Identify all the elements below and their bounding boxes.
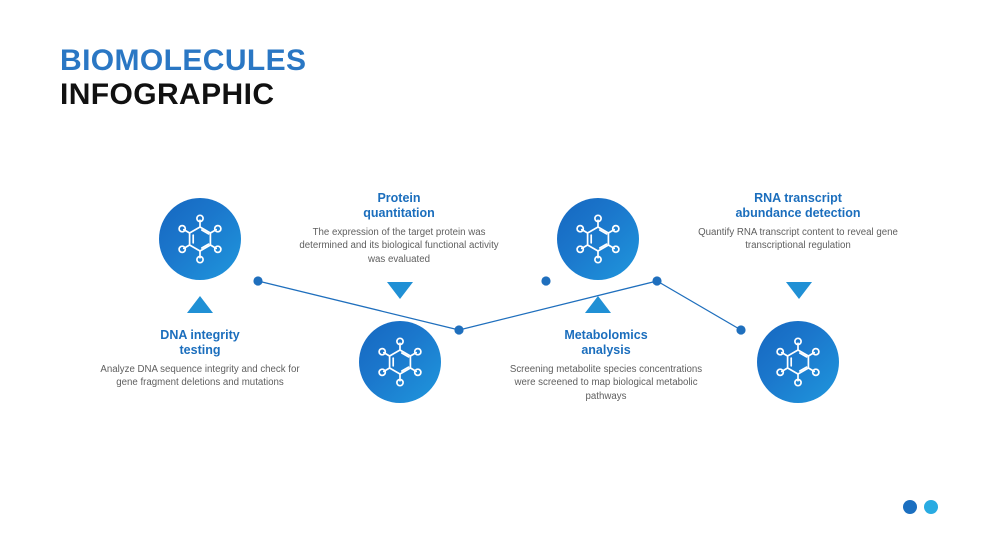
molecule-icon (178, 214, 222, 264)
step-title-protein-quantitation: Protein quantitation (363, 191, 435, 220)
step-text-rna-transcript-abundance-detection: RNA transcript abundance detection Quant… (698, 191, 898, 253)
connector-dot-3-start (652, 276, 662, 286)
step-title-dna-integrity-testing: DNA integrity testing (160, 328, 240, 357)
molecule-icon (576, 214, 620, 264)
step-title-metabolomics-analysis: Metabolomics analysis (564, 328, 648, 357)
deco-dot-dark (903, 500, 917, 514)
connector-dot-1-end (454, 325, 464, 335)
connector-dot-1-start (253, 276, 263, 286)
connector-dot-2-end (541, 276, 551, 286)
title-line-secondary: INFOGRAPHIC (60, 77, 275, 111)
molecule-icon (776, 337, 820, 387)
step-text-protein-quantitation: Protein quantitation The expression of t… (299, 191, 499, 267)
connector-dot-3-end (736, 325, 746, 335)
marker-triangle-up-metabolomics-analysis (585, 296, 611, 313)
step-circle-rna-transcript-abundance-detection[interactable] (757, 321, 839, 403)
step-circle-dna-integrity-testing[interactable] (159, 198, 241, 280)
connector-line-1-2 (257, 280, 460, 331)
step-title-rna-transcript-abundance-detection: RNA transcript abundance detection (735, 191, 861, 220)
page-title: BIOMOLECULES INFOGRAPHIC (60, 44, 307, 111)
title-line-primary: BIOMOLECULES (60, 44, 307, 77)
marker-triangle-down-protein-quantitation (387, 282, 413, 299)
step-text-dna-integrity-testing: DNA integrity testing Analyze DNA sequen… (100, 328, 300, 390)
molecule-icon (378, 337, 422, 387)
step-circle-metabolomics-analysis[interactable] (557, 198, 639, 280)
decorative-dots (903, 500, 938, 514)
step-body-dna-integrity-testing: Analyze DNA sequence integrity and check… (100, 363, 300, 389)
step-body-metabolomics-analysis: Screening metabolite species concentrati… (509, 363, 703, 403)
marker-triangle-up-dna-integrity-testing (187, 296, 213, 313)
step-text-metabolomics-analysis: Metabolomics analysis Screening metaboli… (506, 328, 706, 404)
deco-dot-light (924, 500, 938, 514)
step-body-protein-quantitation: The expression of the target protein was… (299, 226, 499, 266)
step-circle-protein-quantitation[interactable] (359, 321, 441, 403)
step-body-rna-transcript-abundance-detection: Quantify RNA transcript content to revea… (698, 226, 898, 252)
connector-line-3-4 (656, 280, 742, 331)
connector-line-2-3 (458, 280, 658, 331)
marker-triangle-down-rna-transcript-abundance-detection (786, 282, 812, 299)
